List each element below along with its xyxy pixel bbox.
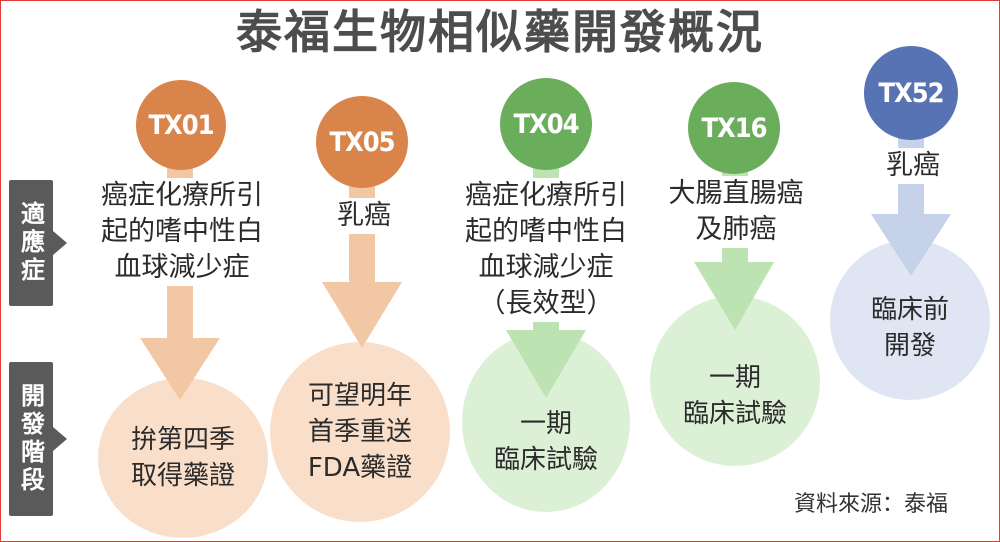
product-node-tx01: TX01 — [136, 80, 226, 170]
stage-bubble-tx01: 拚第四季 取得藥證 — [98, 378, 268, 538]
indication-side-label: 適應症 — [9, 180, 67, 306]
stage-text-tx16: 一期 臨床試驗 — [682, 363, 787, 429]
stage-text-tx04: 一期 臨床試驗 — [493, 409, 598, 475]
source-note: 資料來源：泰福 — [793, 492, 948, 517]
stage-bubble-tx05: 可望明年 首季重送 FDA藥證 — [270, 342, 450, 522]
product-node-tx05: TX05 — [316, 96, 408, 188]
stage-text-tx52: 臨床前 開發 — [870, 295, 949, 361]
product-node-tx52: TX52 — [864, 46, 958, 140]
page-title: 泰福生物相似藥開發概況 — [236, 5, 764, 59]
stage-text-tx05: 可望明年 首季重送 FDA藥證 — [307, 381, 413, 483]
indication-tx04: 癌症化療所引 起的嗜中性白 血球減少症 （長效型） — [446, 178, 646, 322]
indication-tx01: 癌症化療所引 起的嗜中性白 血球減少症 — [88, 178, 276, 286]
indication-tx52: 乳癌 — [868, 148, 958, 184]
indication-tx05: 乳癌 — [318, 198, 410, 234]
product-node-tx16: TX16 — [688, 82, 780, 174]
stage-text-tx01: 拚第四季 取得藥證 — [130, 425, 235, 491]
stage-side-label: 開發階段 — [9, 362, 67, 516]
product-node-tx04: TX04 — [500, 78, 592, 170]
indication-tx16: 大腸直腸癌 及肺癌 — [652, 176, 820, 248]
